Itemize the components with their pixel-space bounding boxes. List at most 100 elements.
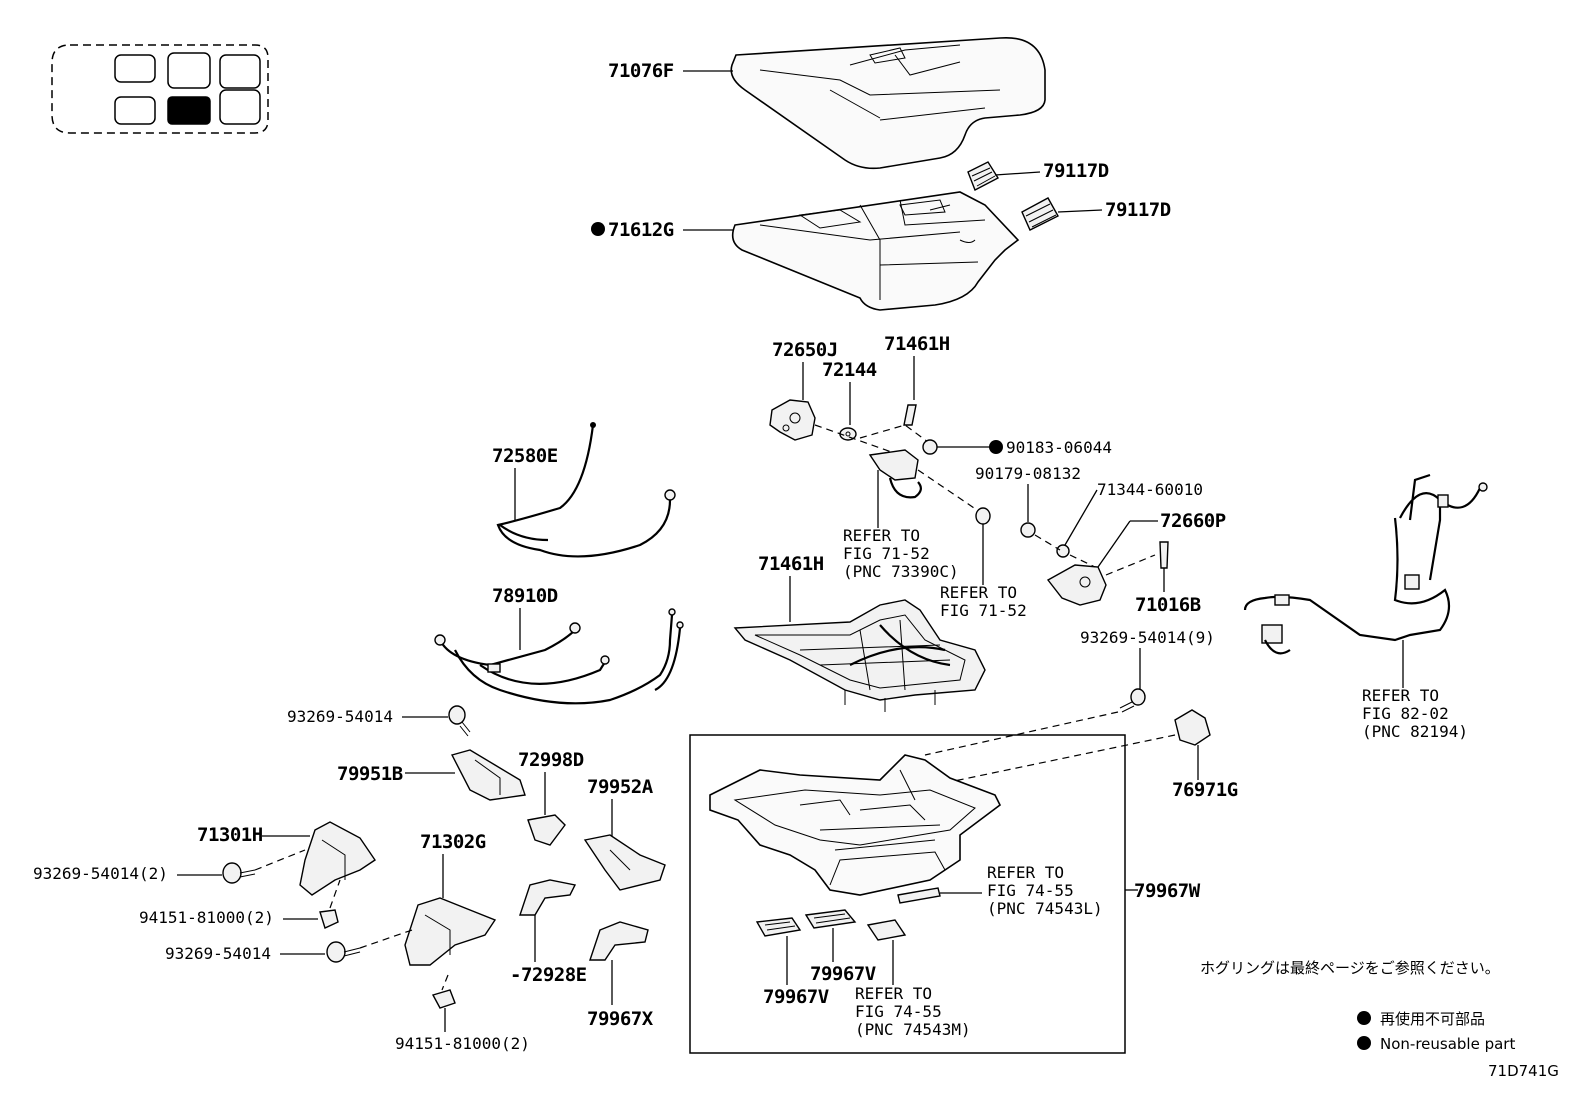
svg-text:REFER TO: REFER TO [843, 526, 920, 545]
svg-text:(PNC 74543M): (PNC 74543M) [855, 1020, 971, 1039]
cover-79952A [583, 834, 666, 891]
label-72928E: 79967W [1134, 880, 1201, 902]
legend-dot-en [1357, 1036, 1371, 1050]
ref-74543M: REFER TO FIG 74-55 (PNC 74543M) [855, 984, 971, 1039]
label-76971G: 76971G [1172, 779, 1238, 801]
ref-82194: REFER TO FIG 82-02 (PNC 82194) [1362, 686, 1468, 741]
seat-pan-72928E [709, 754, 1002, 896]
non-reusable-dot [989, 440, 1003, 454]
wire-harness-82194 [1243, 473, 1488, 655]
pad-74543M [866, 919, 907, 941]
label-90179-08132: 90179-08132 [975, 464, 1081, 483]
figure-code: 71D741G [1488, 1062, 1559, 1080]
svg-text:(PNC 74543L): (PNC 74543L) [987, 899, 1103, 918]
bolt-93269-a [448, 705, 471, 737]
svg-text:REFER TO: REFER TO [987, 863, 1064, 882]
svg-text:FIG 71-52: FIG 71-52 [843, 544, 930, 563]
seat-locator-icon [51, 44, 269, 134]
label-71016B: 71461H [758, 553, 824, 575]
nut-94151-b [431, 989, 456, 1009]
cover-79951B [450, 749, 526, 801]
cable-72580E [496, 422, 676, 558]
grommet [975, 507, 991, 525]
bolt-93269-b [326, 941, 361, 963]
cover-71302G [404, 897, 497, 966]
svg-text:(PNC 82194): (PNC 82194) [1362, 722, 1468, 741]
cover-72998D [527, 814, 566, 846]
label-79967V-right: 79967V [810, 963, 876, 985]
nut-90183 [922, 439, 938, 455]
label-78910D: 78910D [492, 585, 558, 607]
clip-76971G [1174, 709, 1211, 746]
label-71461H-lower: 71016B [1135, 594, 1201, 616]
pad-74543L [897, 887, 941, 904]
legend-dot-jp [1357, 1011, 1371, 1025]
svg-text:FIG 82-02: FIG 82-02 [1362, 704, 1449, 723]
nut-94151-a [319, 909, 339, 929]
label-79117D-lower: 79117D [1105, 199, 1171, 221]
label-72998D: 72998D [518, 749, 584, 771]
recliner-72650J [769, 399, 816, 441]
pin-71461H-upper [903, 404, 917, 426]
pin-71461H-lower [1159, 541, 1169, 569]
label-93269-54014-b: 93269-54014 [165, 944, 271, 963]
label-79967V-left: 79967V [763, 986, 829, 1008]
non-reusable-dot [591, 222, 605, 236]
assembly-box-72928E [689, 734, 1126, 1054]
svg-text:FIG 71-52: FIG 71-52 [940, 601, 1027, 620]
label-71461H-upper: 71461H [884, 333, 950, 355]
nut-90179 [1020, 522, 1036, 538]
cover-71301H [299, 821, 376, 896]
pad-79117D-upper [967, 161, 999, 191]
svg-text:FIG 74-55: FIG 74-55 [987, 881, 1074, 900]
svg-text:REFER TO: REFER TO [940, 583, 1017, 602]
label-79117D-upper: 79117D [1043, 160, 1109, 182]
label-79951B: 79951B [337, 763, 403, 785]
hog-ring-note: ホグリングは最終ページをご参照ください。 [1200, 959, 1500, 977]
label-90183-06044: 90183-06044 [1006, 438, 1112, 457]
label-79952A: 79952A [587, 776, 654, 798]
svg-text:REFER TO: REFER TO [1362, 686, 1439, 705]
label-72580E: 72580E [492, 445, 558, 467]
ref-74543L: REFER TO FIG 74-55 (PNC 74543L) [987, 863, 1103, 918]
ref-73390C: REFER TO FIG 71-52 (PNC 73390C) [843, 526, 959, 581]
label-94151-81000-a: 94151-81000(2) [139, 908, 274, 927]
seat-cushion-pad [731, 191, 1020, 311]
recliner-72660P [1046, 564, 1107, 606]
label-79967X: -72928E [510, 964, 587, 986]
pad-79117D-lower [1021, 197, 1059, 231]
washer-71344 [1056, 544, 1070, 558]
label-93269-54014-9: 93269-54014(9) [1080, 628, 1215, 647]
label-93269-54014-2: 93269-54014(2) [33, 864, 168, 883]
pad-79967V-left [755, 917, 802, 937]
harness-78910D [434, 608, 684, 705]
svg-text:(PNC 73390C): (PNC 73390C) [843, 562, 959, 581]
label-72144: 72144 [822, 359, 877, 381]
bolt-93269-9 [1119, 688, 1146, 713]
label-72650J: 72650J [772, 339, 838, 361]
svg-text:FIG 74-55: FIG 74-55 [855, 1002, 942, 1021]
legend-en: Non-reusable part [1380, 1035, 1515, 1053]
seat-frame-71016B [733, 599, 986, 712]
cover-79967W [589, 921, 649, 961]
cover-79967X [519, 879, 577, 916]
label-94151-81000-b: 94151-81000(2) [395, 1034, 530, 1053]
label-71344-60010: 71344-60010 [1097, 480, 1203, 499]
label-71301H: 71301H [197, 824, 263, 846]
seat-cushion-cover [730, 37, 1046, 170]
selected-seat-marker [167, 96, 211, 125]
label-79967W: 79967X [587, 1008, 654, 1030]
label-71076F: 71076F [608, 60, 674, 82]
label-71612G: 71612G [608, 219, 674, 241]
svg-text:REFER TO: REFER TO [855, 984, 932, 1003]
legend-jp: 再使用不可部品 [1380, 1010, 1485, 1028]
label-71302G: 71302G [420, 831, 486, 853]
pad-79967V-right [804, 909, 857, 929]
label-93269-54014-a: 93269-54014 [287, 707, 393, 726]
label-72660P: 72660P [1160, 510, 1226, 532]
ref-71-52: REFER TO FIG 71-52 [940, 583, 1027, 620]
bolt-93269-2 [222, 862, 256, 884]
track-bracket [868, 449, 922, 499]
